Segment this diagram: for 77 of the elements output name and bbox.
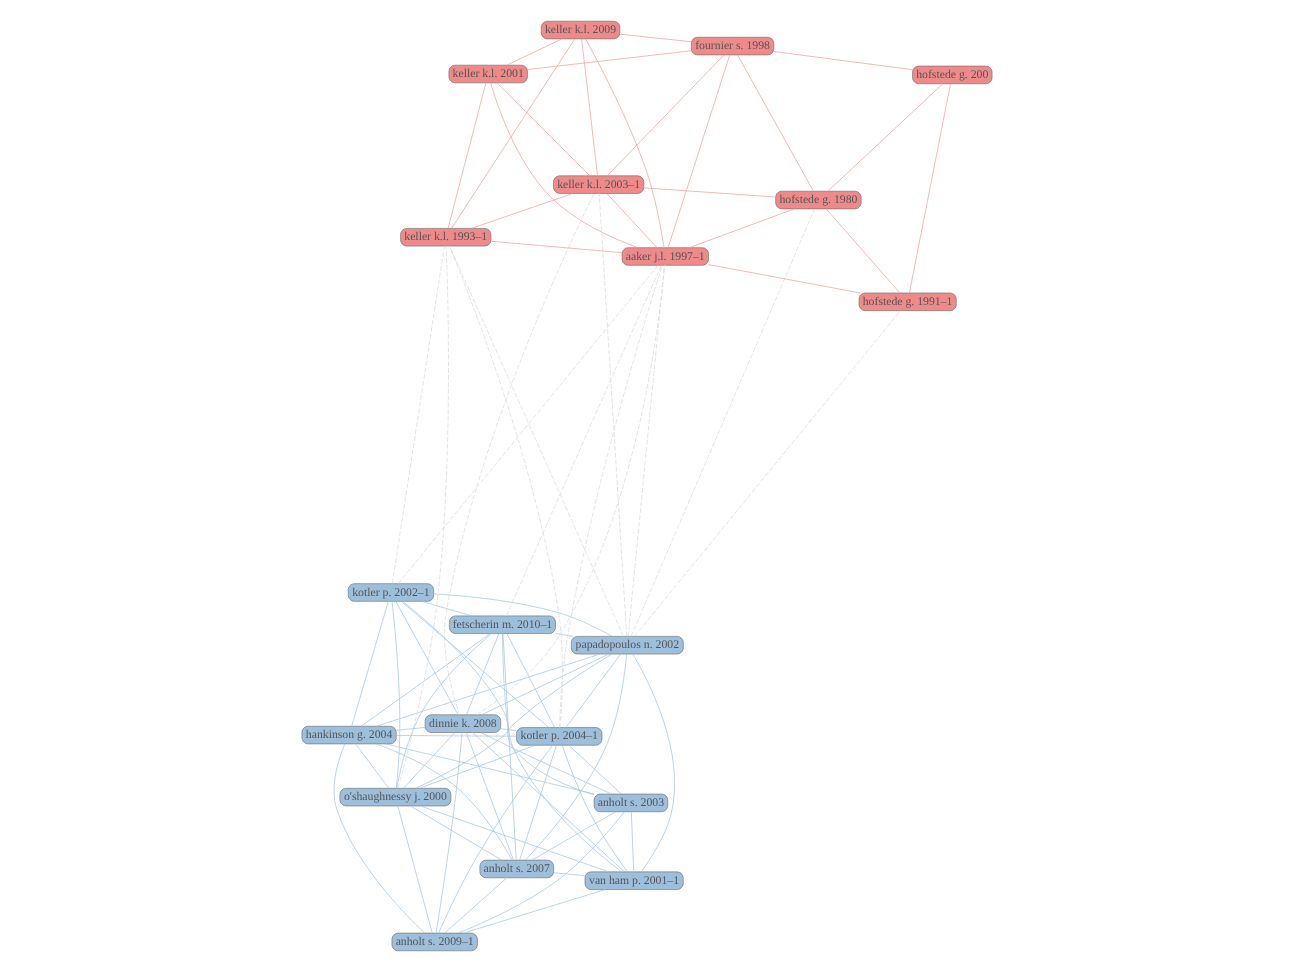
connector xyxy=(360,633,491,727)
connector xyxy=(525,653,628,861)
connector xyxy=(420,805,610,873)
connector xyxy=(397,264,659,584)
connector xyxy=(401,601,550,728)
connector xyxy=(708,264,861,294)
connector xyxy=(825,208,901,294)
connector xyxy=(500,728,517,732)
connector xyxy=(458,811,625,934)
connector xyxy=(619,33,692,43)
connector xyxy=(568,745,622,795)
connector xyxy=(351,601,389,727)
connector xyxy=(630,811,635,872)
connector xyxy=(627,265,665,637)
connector xyxy=(391,601,401,789)
connector xyxy=(519,745,557,861)
connector xyxy=(435,732,463,934)
connector xyxy=(419,744,536,789)
connector xyxy=(689,208,795,248)
connector xyxy=(451,38,576,229)
connector xyxy=(396,727,426,731)
connector xyxy=(506,38,563,66)
connector xyxy=(531,811,616,861)
connector xyxy=(737,54,814,192)
connector xyxy=(355,743,390,789)
connector xyxy=(385,743,595,795)
connector xyxy=(447,82,487,229)
connector xyxy=(561,744,628,873)
connector xyxy=(502,633,517,861)
connector xyxy=(397,805,433,934)
connector xyxy=(444,877,507,934)
connector xyxy=(415,653,613,789)
connector xyxy=(555,633,574,637)
connector xyxy=(480,732,612,795)
connector xyxy=(397,245,449,789)
connector xyxy=(527,50,692,70)
connector xyxy=(585,38,665,248)
connector xyxy=(396,633,492,789)
connector xyxy=(607,54,725,176)
connector xyxy=(466,633,500,715)
connector xyxy=(909,83,951,294)
connector xyxy=(632,654,676,872)
connector xyxy=(444,193,595,716)
connector xyxy=(773,51,913,71)
connector xyxy=(391,245,445,584)
connector xyxy=(667,54,730,248)
connector xyxy=(553,872,586,877)
connector xyxy=(376,743,513,861)
connector xyxy=(471,193,574,229)
connector xyxy=(502,633,623,873)
connector xyxy=(421,600,473,617)
connector xyxy=(506,633,556,728)
connector xyxy=(463,889,606,934)
connector xyxy=(506,265,662,616)
connector xyxy=(376,653,601,727)
connector xyxy=(476,265,665,716)
connector xyxy=(630,208,815,637)
connector xyxy=(827,83,944,192)
connector xyxy=(465,732,514,861)
connector xyxy=(403,732,456,789)
connector xyxy=(410,805,503,861)
connector xyxy=(565,653,621,728)
connector xyxy=(606,193,658,248)
connector xyxy=(643,187,776,198)
connector xyxy=(581,38,598,176)
connector xyxy=(634,310,901,637)
connector xyxy=(490,240,623,254)
connector xyxy=(481,653,609,716)
connector xyxy=(396,735,517,737)
connector xyxy=(490,82,638,248)
connector xyxy=(333,743,425,934)
connector xyxy=(395,601,459,716)
connector xyxy=(598,193,628,637)
connector xyxy=(496,82,590,176)
connector xyxy=(559,265,663,728)
connector xyxy=(472,732,625,872)
connector xyxy=(402,601,595,796)
